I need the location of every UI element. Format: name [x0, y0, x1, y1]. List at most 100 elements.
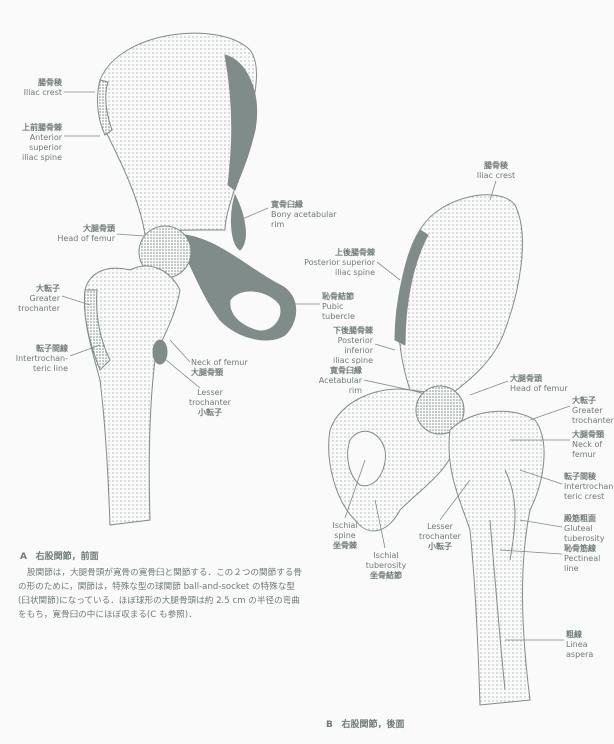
label-jp: 恥骨筋線: [564, 544, 596, 553]
label-pubic-tubercle: 恥骨結節 Pubic tubercle: [322, 292, 355, 322]
label-jp: 腸骨稜: [484, 161, 508, 170]
label-acetabular-rim-b: 寛骨臼縁 Acetabular rim: [300, 366, 362, 396]
label-intertroch-line-a: 転子間線 Intertrochan- teric line: [0, 344, 68, 374]
label-en: Head of femur: [57, 234, 115, 243]
label-greater-troch-a: 大転子 Greater trochanter: [0, 284, 60, 314]
label-jp: 転子間稜: [564, 472, 596, 481]
label-en: Neck of: [572, 440, 603, 449]
label-en: aspera: [566, 650, 594, 659]
label-jp: 小転子: [198, 408, 222, 417]
label-en: Posterior superior: [304, 258, 375, 267]
leader-lines: [61, 91, 571, 641]
label-en: Greater: [572, 406, 603, 415]
label-jp: 上前腸骨棘: [22, 123, 62, 132]
label-gluteal-tuberosity: 殿筋粗面 Gluteal tuberosity: [564, 514, 604, 544]
label-jp: 殿筋粗面: [564, 514, 596, 523]
label-linea-aspera: 粗線 Linea aspera: [566, 630, 593, 660]
label-en: Pectineal: [564, 554, 601, 563]
label-en: teric line: [33, 364, 68, 373]
label-jp: 大腿骨頸: [191, 368, 223, 377]
label-jp: 腸骨稜: [38, 78, 62, 87]
caption-title: 右股関節，後面: [341, 720, 405, 730]
label-en: inferior: [344, 346, 373, 355]
label-jp: 大転子: [572, 396, 596, 405]
label-jp: 上後腸骨棘: [335, 248, 375, 257]
label-en: Lesser: [197, 388, 223, 397]
label-en: Ischial: [332, 521, 358, 530]
label-asis-a: 上前腸骨棘 Anterior superior iliac spine: [0, 123, 62, 163]
label-head-femur-a: 大腿骨頭 Head of femur: [0, 224, 115, 244]
label-en: Iliac crest: [23, 88, 62, 97]
label-jp: 坐骨棘: [333, 541, 357, 550]
label-en: Lesser: [427, 522, 453, 531]
label-en: Acetabular: [318, 376, 362, 385]
label-en: trochanter: [419, 532, 461, 541]
label-en: line: [564, 564, 579, 573]
label-greater-troch-b: 大転子 Greater trochanter: [572, 396, 614, 426]
label-en: iliac spine: [22, 153, 62, 162]
label-en: Gluteal: [564, 524, 593, 533]
label-en: superior: [29, 143, 62, 152]
label-iliac-crest-a: 腸骨稜 Iliac crest: [0, 78, 62, 98]
label-ischial-tuberosity: Ischial tuberosity 坐骨結節: [358, 551, 414, 581]
figure-a-pelvis: [97, 32, 297, 341]
label-lesser-troch-b: Lesser trochanter 小転子: [410, 522, 470, 552]
label-piis: 下後腸骨棘 Posterior inferior iliac spine: [300, 326, 373, 366]
label-en: tuberosity: [564, 534, 605, 543]
label-jp: 恥骨結節: [322, 292, 354, 301]
label-iliac-crest-b: 腸骨稜 Iliac crest: [466, 161, 526, 181]
label-jp: 寛骨臼縁: [330, 366, 362, 375]
label-jp: 大腿骨頸: [572, 430, 604, 439]
label-en: spine: [334, 531, 356, 540]
caption-b: B 右股関節，後面: [326, 717, 404, 730]
label-en: Intertrochan-: [564, 482, 614, 491]
caption-title: 右股関節，前面: [35, 552, 99, 562]
label-jp: 大腿骨頭: [510, 374, 542, 383]
caption-a: A 右股関節，前面: [20, 549, 99, 562]
label-jp: 小転子: [428, 542, 452, 551]
label-en: Head of femur: [510, 384, 568, 393]
label-en: tubercle: [322, 312, 355, 321]
label-lesser-troch-a: Lesser trochanter 小転子: [180, 388, 240, 418]
label-en: teric crest: [564, 492, 605, 501]
label-en: Bony acetabular: [271, 210, 337, 219]
label-en: Neck of femur: [191, 358, 248, 367]
label-en: trochanter: [572, 416, 614, 425]
label-neck-femur-a: Neck of femur 大腿骨頸: [191, 358, 248, 378]
description-paragraph: 股関節は，大腿骨頭が寛骨の寛骨臼と関節する．この２つの関節する骨の形のために，関…: [18, 568, 303, 620]
label-neck-femur-b: 大腿骨頸 Neck of femur: [572, 430, 604, 460]
label-head-femur-b: 大腿骨頭 Head of femur: [510, 374, 568, 394]
label-en: Intertrochan-: [15, 354, 68, 363]
label-pectineal-line: 恥骨筋線 Pectineal line: [564, 544, 600, 574]
label-jp: 坐骨結節: [370, 571, 402, 580]
label-en: rim: [348, 386, 362, 395]
label-en: tuberosity: [365, 561, 407, 570]
label-en: Pubic: [322, 302, 344, 311]
label-ischial-spine: Ischial spine 坐骨棘: [320, 521, 370, 551]
label-en: iliac spine: [335, 268, 375, 277]
label-jp: 下後腸骨棘: [333, 326, 373, 335]
caption-letter: A: [20, 552, 27, 562]
label-en: Linea: [566, 640, 588, 649]
label-en: trochanter: [189, 398, 231, 407]
label-en: Iliac crest: [476, 171, 516, 180]
label-acetabular-rim-a: 寛骨臼縁 Bony acetabular rim: [271, 200, 337, 230]
figure-a-femur: [83, 225, 192, 526]
label-en: femur: [572, 450, 596, 459]
label-en: Anterior: [29, 133, 62, 142]
label-jp: 大腿骨頭: [83, 224, 115, 233]
label-jp: 大転子: [36, 284, 60, 293]
label-en: iliac spine: [333, 356, 373, 365]
label-en: Greater: [29, 294, 60, 303]
label-en: Posterior: [337, 336, 373, 345]
label-en: Ischial: [373, 551, 399, 560]
figure-b-femur: [415, 385, 545, 706]
label-jp: 寛骨臼縁: [271, 200, 303, 209]
label-en: rim: [271, 220, 285, 229]
label-intertroch-crest: 転子間稜 Intertrochan- teric crest: [564, 472, 614, 502]
caption-letter: B: [326, 720, 333, 730]
label-jp: 転子間線: [36, 344, 68, 353]
label-en: trochanter: [18, 304, 60, 313]
label-jp: 粗線: [566, 630, 582, 639]
